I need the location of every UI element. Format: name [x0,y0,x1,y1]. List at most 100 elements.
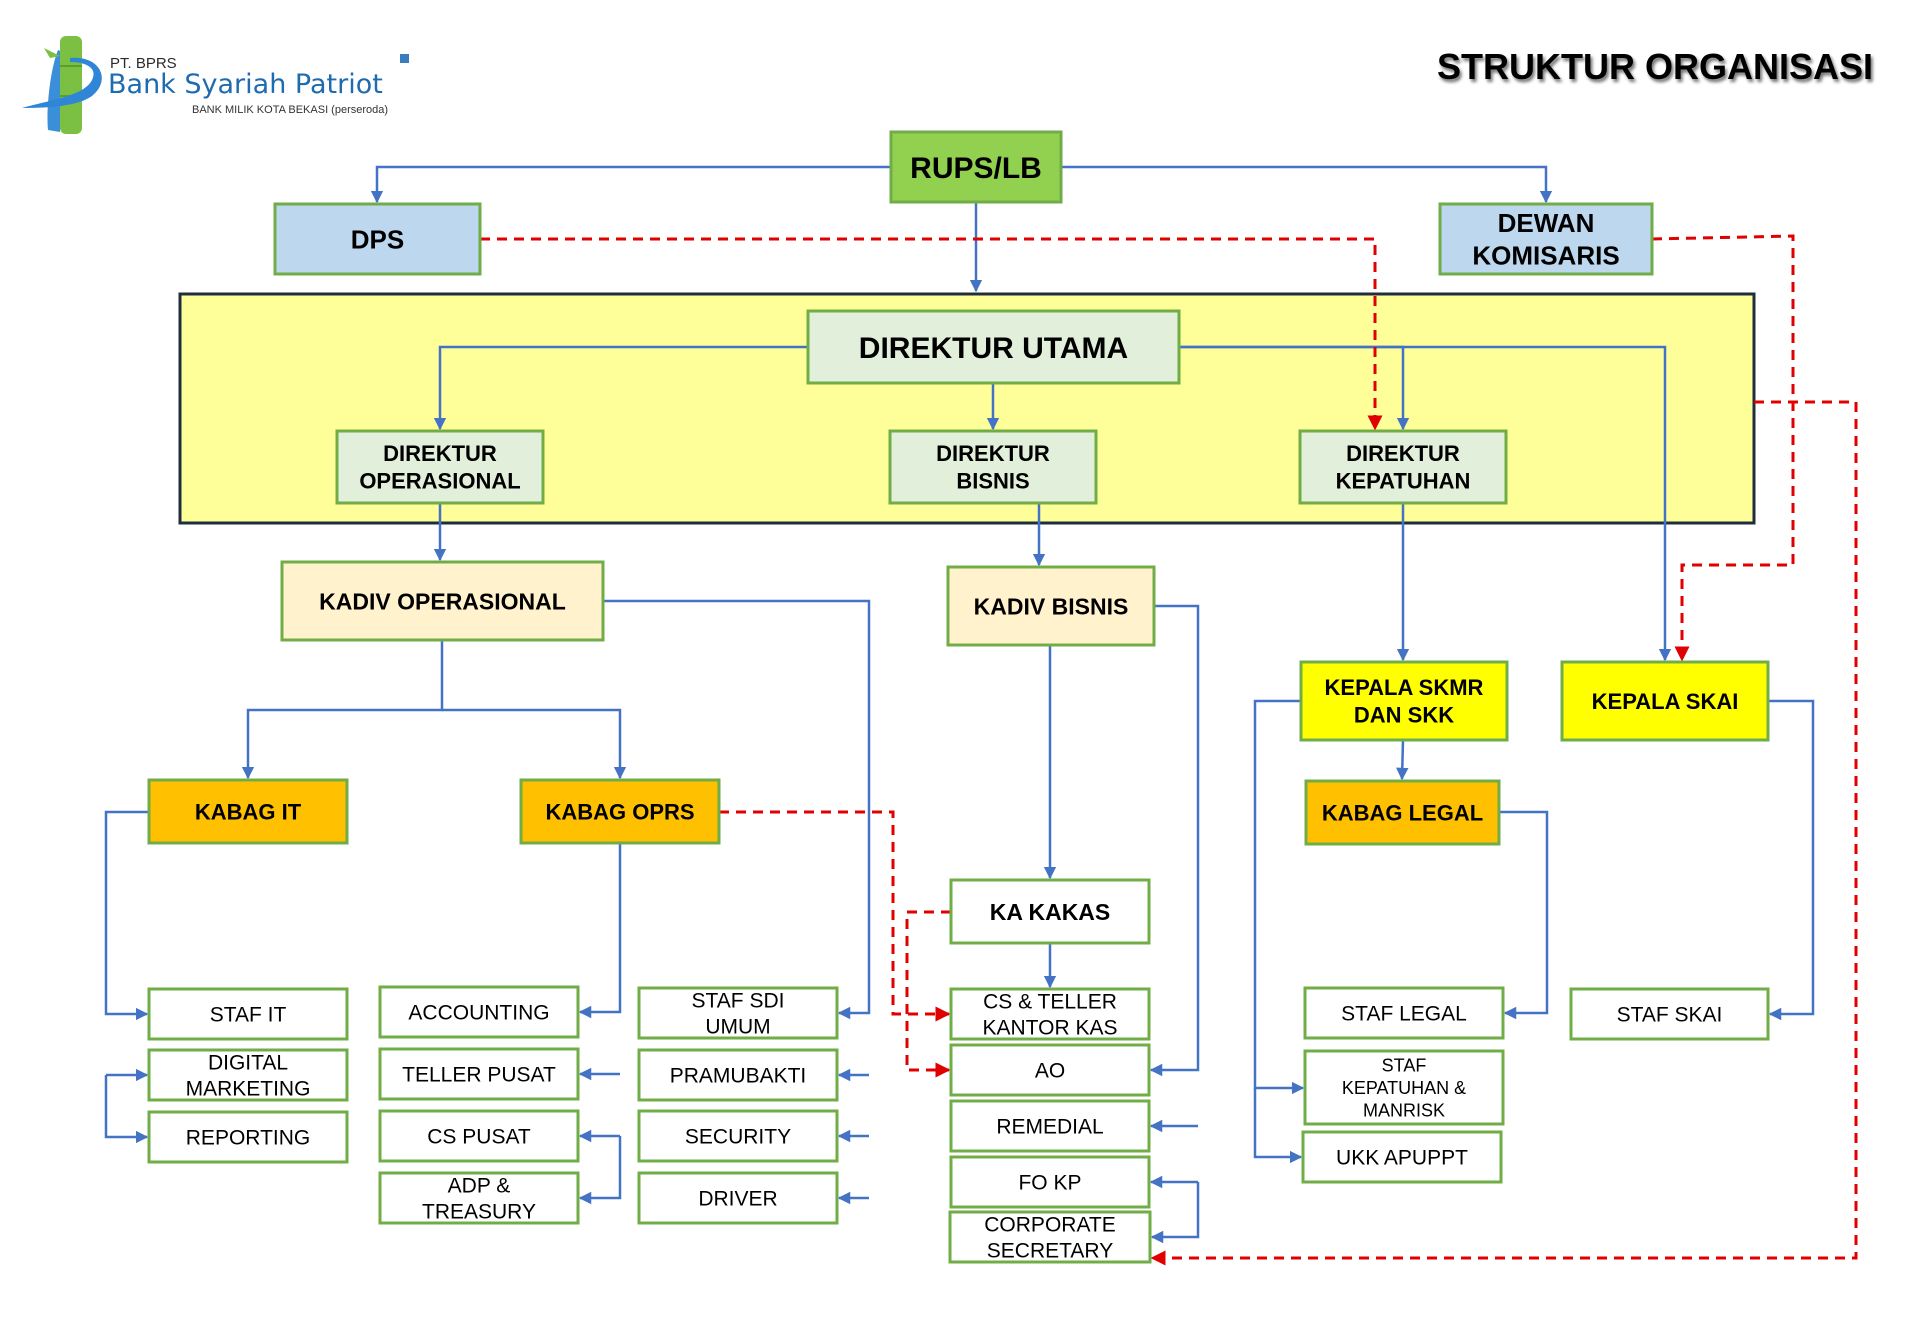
node-box [1304,779,1501,846]
node-kepala-skai[interactable]: KEPALA SKAI [1560,660,1770,742]
node-kabag-it[interactable]: KABAG IT [147,778,349,845]
node-box [949,1099,1151,1153]
node-box [378,1047,580,1101]
node-label: SECRETARY [987,1240,1113,1263]
node-adp-treasury[interactable]: ADP &TREASURY [378,1171,580,1225]
connector-direktur-utama-to-kepala-skai [1179,345,1672,662]
node-ao[interactable]: AO [949,1043,1151,1097]
connector-kadiv-operasional-to-kabag-oprs [442,708,627,780]
connector-lines [104,165,1858,1266]
node-box [949,1155,1151,1209]
node-label: KEPATUHAN & [1342,1078,1466,1098]
node-label: RUPS/LB [910,152,1042,185]
connector-kepala-skmr-to-staf-kepatuhan-manrisk [1253,699,1305,1095]
node-security[interactable]: SECURITY [637,1109,839,1163]
node-label: FO KP [1018,1172,1081,1195]
node-direktur-utama[interactable]: DIREKTUR UTAMA [806,309,1181,385]
node-direktur-bisnis[interactable]: DIREKTUR BISNIS [888,429,1098,505]
node-label: KADIV OPERASIONAL [319,588,566,614]
node-reporting[interactable]: REPORTING [147,1110,349,1164]
node-label: KOMISARIS [1472,241,1619,271]
node-staf-skai[interactable]: STAF SKAI [1569,987,1770,1041]
node-box [1438,202,1654,276]
node-label: TELLER PUSAT [402,1064,556,1087]
node-dps[interactable]: DPS [273,202,482,276]
node-label: KADIV BISNIS [974,593,1129,619]
node-box [637,1109,839,1163]
node-label: OPERASIONAL [359,469,520,494]
node-kabag-oprs[interactable]: KABAG OPRS [519,778,721,845]
node-label: CS PUSAT [427,1126,531,1149]
node-box [1560,660,1770,742]
node-staf-legal[interactable]: STAF LEGAL [1303,986,1505,1040]
node-accounting[interactable]: ACCOUNTING [378,985,580,1039]
node-box [147,1110,349,1164]
bamboo-p-logo-icon [22,36,102,134]
node-kepala-skmr[interactable]: KEPALA SKMR DAN SKK [1299,660,1509,742]
node-label: ACCOUNTING [408,1002,549,1025]
node-staf-sdi-umum[interactable]: STAF SDI UMUM [637,986,839,1040]
connector-direktur-utama-to-direktur-operasional [433,345,808,431]
node-box [378,1109,580,1163]
node-label: AO [1035,1060,1065,1083]
node-remedial[interactable]: REMEDIAL [949,1099,1151,1153]
node-pramubakti[interactable]: PRAMUBAKTI [637,1048,839,1102]
node-label: DPS [351,224,404,254]
connector-kadiv-operasional-to-staf-sdi-umum [603,599,871,1020]
node-box [637,1171,839,1225]
node-cs-pusat[interactable]: CS PUSAT [378,1109,580,1163]
logo-badge-icon [400,54,409,63]
node-box [147,987,349,1041]
node-ka-kakas[interactable]: KA KAKAS [949,878,1151,945]
node-label: DIREKTUR UTAMA [859,332,1128,365]
node-corporate-secretary[interactable]: CORPORATE SECRETARY [948,1210,1152,1264]
node-box [889,130,1063,204]
logo-company-name: Bank Syariah Patriot [108,69,383,100]
node-box [1303,1049,1505,1126]
node-kadiv-bisnis[interactable]: KADIV BISNIS [946,565,1156,647]
node-label: KABAG LEGAL [1322,800,1483,825]
node-kadiv-operasional[interactable]: KADIV OPERASIONAL [280,560,605,642]
node-fo-kp[interactable]: FO KP [949,1155,1151,1209]
connector-kabag-legal-to-staf-legal [1499,810,1549,1020]
node-label: STAF LEGAL [1341,1003,1467,1026]
node-box [948,1210,1152,1264]
node-label: REPORTING [186,1127,310,1150]
node-rups[interactable]: RUPS/LB [889,130,1063,204]
node-label: KEPALA SKMR [1325,675,1484,700]
dashed-connector-directors-panel-to-corporate-secretary [1150,400,1858,1266]
node-box [147,778,349,845]
node-box [806,309,1181,385]
node-box [273,202,482,276]
node-label: STAF SDI [692,989,785,1012]
connector-kabag-oprs-to-adp-treasury [578,1136,622,1205]
node-driver[interactable]: DRIVER [637,1171,839,1225]
node-teller-pusat[interactable]: TELLER PUSAT [378,1047,580,1101]
node-label: STAF [1382,1055,1427,1075]
node-label: BISNIS [956,469,1029,494]
node-box [1303,986,1505,1040]
node-label: SECURITY [685,1126,791,1149]
node-label: DIREKTUR [936,441,1050,466]
node-label: KEPALA SKAI [1592,689,1739,714]
connector-kadiv-bisnis-to-ao [1149,604,1200,1077]
node-kabag-legal[interactable]: KABAG LEGAL [1304,779,1501,846]
node-label: UKK APUPPT [1336,1147,1468,1170]
node-staf-it[interactable]: STAF IT [147,987,349,1041]
logo-tagline: BANK MILIK KOTA BEKASI (perseroda) [192,104,388,116]
connector-rups-to-dewan-komisaris [1061,165,1553,204]
node-label: DRIVER [698,1188,777,1211]
node-ukk-apuppt[interactable]: UKK APUPPT [1301,1130,1503,1184]
node-label: KANTOR KAS [983,1017,1118,1040]
node-label: CORPORATE [984,1213,1115,1236]
node-label: UMUM [705,1016,770,1039]
node-label: DAN SKK [1354,703,1454,728]
connector-kadiv-bisnis-to-corporate-secretary [1150,1182,1200,1244]
